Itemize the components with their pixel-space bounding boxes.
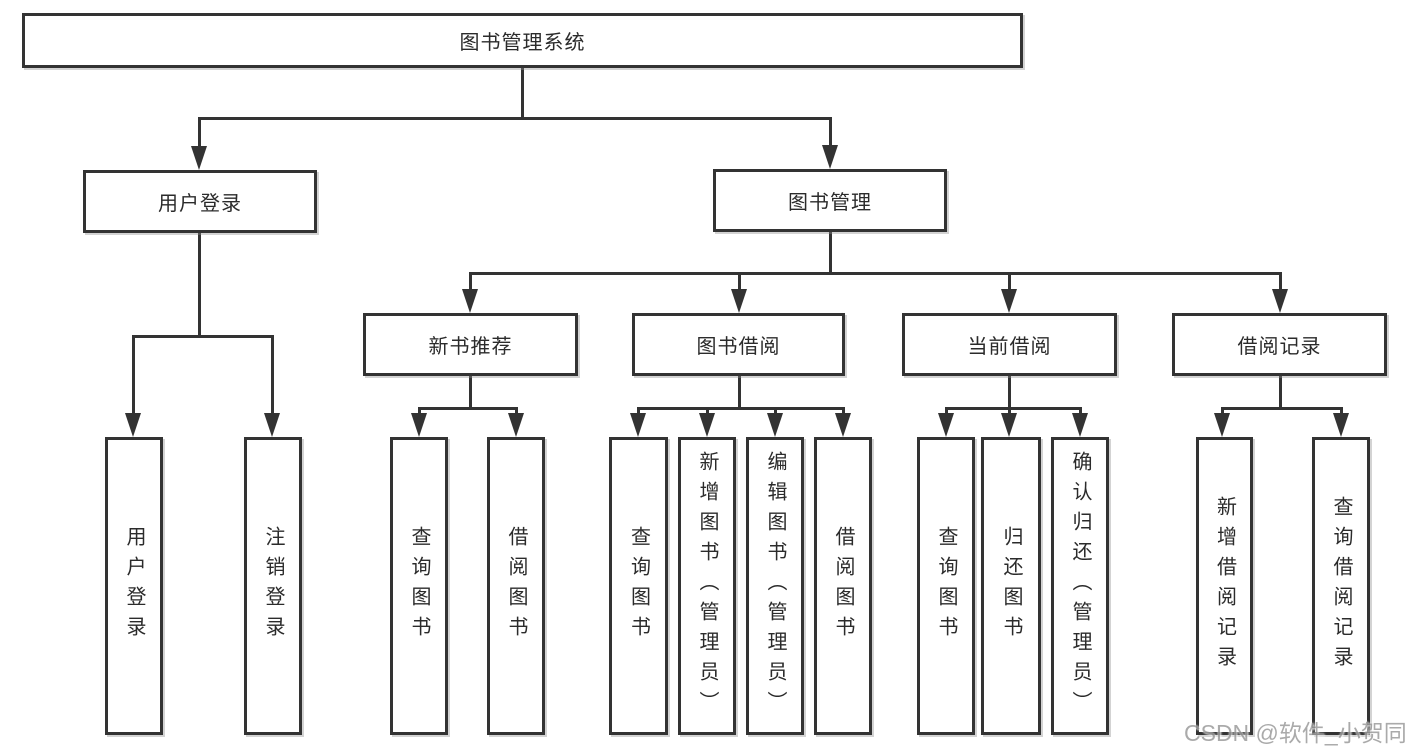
leaf-borrow-edit-label: 编辑图书（管理员）: [764, 451, 786, 721]
leaf-current-query-label: 查询图书: [935, 526, 957, 646]
connector-records-branch: [1221, 407, 1343, 410]
arrow-down-icon: [1072, 413, 1088, 437]
node-new-book: 新书推荐: [363, 313, 578, 376]
node-root: 图书管理系统: [22, 13, 1023, 68]
connector-mgmt-trunk: [829, 232, 832, 275]
connector-newbook-branch: [418, 407, 518, 410]
leaf-borrow-edit: 编辑图书（管理员）: [746, 437, 804, 735]
node-root-label: 图书管理系统: [459, 32, 586, 54]
leaf-newbook-borrow: 借阅图书: [487, 437, 545, 735]
leaf-records-query-label: 查询借阅记录: [1330, 496, 1352, 676]
leaf-current-confirm: 确认归还（管理员）: [1051, 437, 1109, 735]
leaf-borrow-borrow: 借阅图书: [814, 437, 872, 735]
arrow-down-icon: [822, 145, 838, 169]
connector-newbook-trunk: [469, 376, 472, 410]
connector-current-trunk: [1008, 376, 1011, 410]
connector-drop-leaf: [271, 335, 274, 417]
leaf-newbook-borrow-label: 借阅图书: [505, 526, 527, 646]
leaf-logout-label: 注销登录: [262, 526, 284, 646]
arrow-down-icon: [731, 289, 747, 313]
connector-drop-leaf: [945, 407, 948, 417]
connector-drop-user-login: [198, 117, 201, 150]
connector-current-branch: [945, 407, 1082, 410]
connector-root-trunk: [521, 68, 524, 120]
leaf-user-login-label: 用户登录: [123, 526, 145, 646]
leaf-borrow-borrow-label: 借阅图书: [832, 526, 854, 646]
connector-drop-leaf: [1079, 407, 1082, 417]
node-borrow-records: 借阅记录: [1172, 313, 1387, 376]
connector-drop-leaf: [842, 407, 845, 417]
leaf-borrow-add: 新增图书（管理员）: [678, 437, 736, 735]
leaf-logout: 注销登录: [244, 437, 302, 735]
arrow-down-icon: [767, 413, 783, 437]
arrow-down-icon: [1333, 413, 1349, 437]
connector-drop-leaf: [1008, 407, 1011, 417]
connector-drop-leaf: [515, 407, 518, 417]
node-user-login-label: 用户登录: [158, 193, 242, 215]
arrow-down-icon: [1001, 289, 1017, 313]
connector-user-branch: [132, 335, 274, 338]
connector-borrow-trunk: [738, 376, 741, 410]
arrow-down-icon: [1272, 289, 1288, 313]
connector-records-trunk: [1279, 376, 1282, 410]
connector-drop-book-mgmt: [829, 117, 832, 150]
connector-drop-leaf: [1340, 407, 1343, 417]
node-borrow-records-label: 借阅记录: [1237, 336, 1322, 358]
node-book-borrow-label: 图书借阅: [696, 336, 781, 358]
node-book-mgmt-label: 图书管理: [788, 192, 872, 214]
arrow-down-icon: [411, 413, 427, 437]
leaf-records-query: 查询借阅记录: [1312, 437, 1370, 735]
arrow-down-icon: [462, 289, 478, 313]
arrow-down-icon: [508, 413, 524, 437]
node-current-borrow-label: 当前借阅: [967, 336, 1052, 358]
leaf-current-return: 归还图书: [981, 437, 1041, 735]
leaf-current-query: 查询图书: [917, 437, 975, 735]
connector-user-trunk: [198, 233, 201, 337]
arrow-down-icon: [191, 146, 207, 170]
connector-borrow-branch: [637, 407, 845, 410]
leaf-newbook-query: 查询图书: [390, 437, 448, 735]
connector-drop-leaf: [637, 407, 640, 417]
connector-drop-current-borrow: [1008, 272, 1011, 292]
node-book-mgmt: 图书管理: [713, 169, 947, 232]
arrow-down-icon: [125, 413, 141, 437]
leaf-borrow-query: 查询图书: [609, 437, 668, 735]
connector-drop-book-borrow: [738, 272, 741, 292]
connector-drop-new-book: [469, 272, 472, 292]
connector-drop-leaf: [706, 407, 709, 417]
leaf-records-add-label: 新增借阅记录: [1213, 496, 1236, 676]
arrow-down-icon: [1001, 413, 1017, 437]
leaf-borrow-add-label: 新增图书（管理员）: [696, 451, 718, 721]
connector-drop-leaf: [774, 407, 777, 417]
arrow-down-icon: [938, 413, 954, 437]
leaf-user-login: 用户登录: [105, 437, 163, 735]
node-current-borrow: 当前借阅: [902, 313, 1117, 376]
arrow-down-icon: [264, 413, 280, 437]
arrow-down-icon: [1214, 413, 1230, 437]
node-new-book-label: 新书推荐: [428, 336, 513, 358]
leaf-records-add: 新增借阅记录: [1196, 437, 1253, 735]
leaf-current-confirm-label: 确认归还（管理员）: [1069, 451, 1091, 721]
arrow-down-icon: [835, 413, 851, 437]
connector-root-branch: [198, 117, 832, 120]
connector-drop-leaf: [1221, 407, 1224, 417]
connector-drop-leaf: [132, 335, 135, 417]
connector-mgmt-branch: [469, 272, 1282, 275]
leaf-current-return-label: 归还图书: [1000, 526, 1022, 646]
arrow-down-icon: [630, 413, 646, 437]
connector-drop-borrow-records: [1279, 272, 1282, 292]
leaf-newbook-query-label: 查询图书: [408, 526, 430, 646]
leaf-borrow-query-label: 查询图书: [627, 526, 650, 646]
node-user-login: 用户登录: [83, 170, 317, 233]
node-book-borrow: 图书借阅: [632, 313, 845, 376]
arrow-down-icon: [699, 413, 715, 437]
connector-drop-leaf: [418, 407, 421, 417]
